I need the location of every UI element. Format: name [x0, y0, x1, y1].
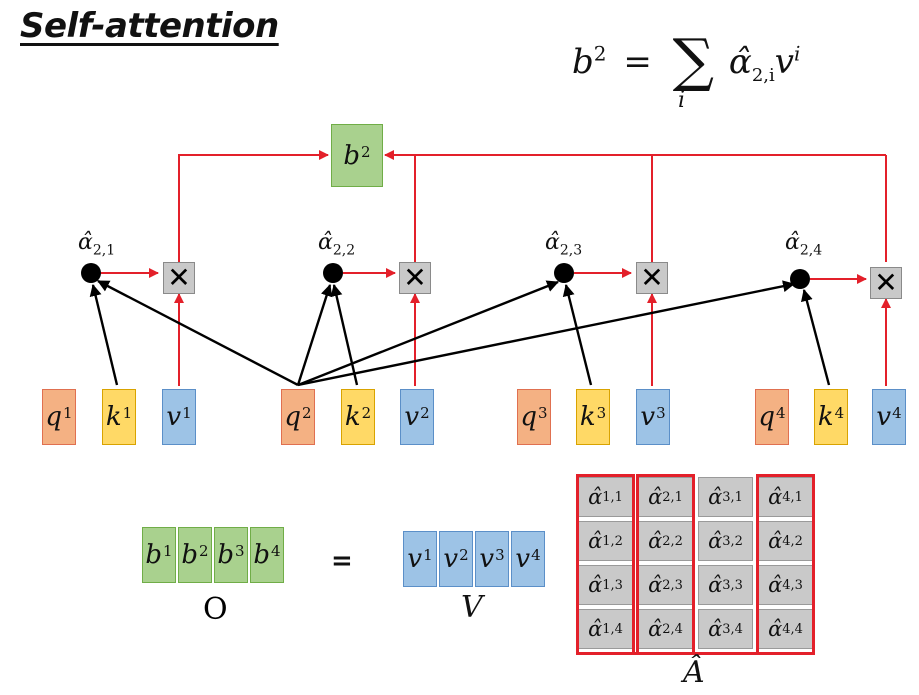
a-cell-4-3: α̂4,3 — [758, 565, 813, 605]
output-b2-base: b — [343, 140, 361, 171]
formula-equals: = — [623, 42, 652, 82]
slide-title: Self-attention — [20, 6, 279, 46]
sum-index: i — [678, 88, 686, 113]
multiply-icon-1: ✕ — [163, 262, 195, 294]
attention-score-arrows — [89, 279, 831, 387]
formula-v: v — [774, 42, 794, 82]
alpha-dot-2-3 — [554, 263, 574, 283]
q2-to-alpha24-arrow — [297, 280, 795, 387]
multiply-icon-3: ✕ — [636, 262, 668, 294]
formula-lhs: b — [572, 42, 594, 82]
q2-to-alpha22-arrow — [296, 284, 333, 386]
a-cell-2-4: α̂2,4 — [638, 609, 693, 649]
alpha-label-2-2: α̂2,2 — [318, 230, 356, 259]
output-b2-sup: 2 — [361, 142, 371, 161]
k3-to-alpha23-arrow — [562, 284, 593, 386]
alpha-dot-2-4 — [790, 269, 810, 289]
formula-alpha-sub: 2,i — [751, 64, 775, 86]
multiply-icon-4: ✕ — [870, 267, 902, 299]
a-cell-1-3: α̂1,3 — [578, 565, 633, 605]
a-cell-1-2: α̂1,2 — [578, 521, 633, 561]
a-column-2-frame — [636, 474, 695, 655]
mult2-to-b2-arrow — [384, 150, 416, 262]
a-cell-3-3: α̂3,3 — [698, 565, 753, 605]
a-cell-1-4: α̂1,4 — [578, 609, 633, 649]
a-cell-3-1: α̂3,1 — [698, 477, 753, 517]
a-column-1-frame — [576, 474, 635, 655]
weighted-sum-formula: b2 = ∑ α̂2,ivi i — [572, 26, 801, 113]
weighted-sum-arrows — [101, 150, 891, 386]
alpha-dot-2-1 — [81, 263, 101, 283]
a-cell-2-3: α̂2,3 — [638, 565, 693, 605]
matrix-o-caption: O — [203, 592, 228, 627]
matrix-v-caption: V — [461, 590, 483, 625]
q2-to-alpha23-arrow — [297, 280, 559, 387]
mult1-to-b2-arrow — [178, 150, 329, 262]
formula-lhs-sup: 2 — [593, 41, 607, 66]
alpha-dot-2-2 — [323, 263, 343, 283]
k2-to-alpha22-arrow — [330, 284, 359, 386]
k4-to-alpha24-arrow — [800, 289, 831, 386]
q2-to-alpha21-arrow — [97, 279, 299, 387]
a-column-4-frame — [756, 474, 815, 655]
formula-alpha: α̂ — [728, 42, 752, 82]
formula-v-sup: i — [793, 41, 801, 66]
a-cell-2-2: α̂2,2 — [638, 521, 693, 561]
alpha-label-2-3: α̂2,3 — [545, 230, 583, 259]
a-cell-2-1: α̂2,1 — [638, 477, 693, 517]
sum-symbol: ∑ — [672, 26, 715, 94]
alpha-label-2-4: α̂2,4 — [785, 230, 823, 259]
a-cell-3-2: α̂3,2 — [698, 521, 753, 561]
multiply-icon-2: ✕ — [399, 262, 431, 294]
equals-sign: = — [331, 546, 353, 576]
a-cell-4-1: α̂4,1 — [758, 477, 813, 517]
a-matrix-bottom-border — [576, 652, 815, 655]
k1-to-alpha21-arrow — [89, 284, 119, 386]
matrix-a-caption: Â — [683, 655, 705, 690]
alpha-label-2-1: α̂2,1 — [78, 230, 116, 259]
a-cell-3-4: α̂3,4 — [698, 609, 753, 649]
